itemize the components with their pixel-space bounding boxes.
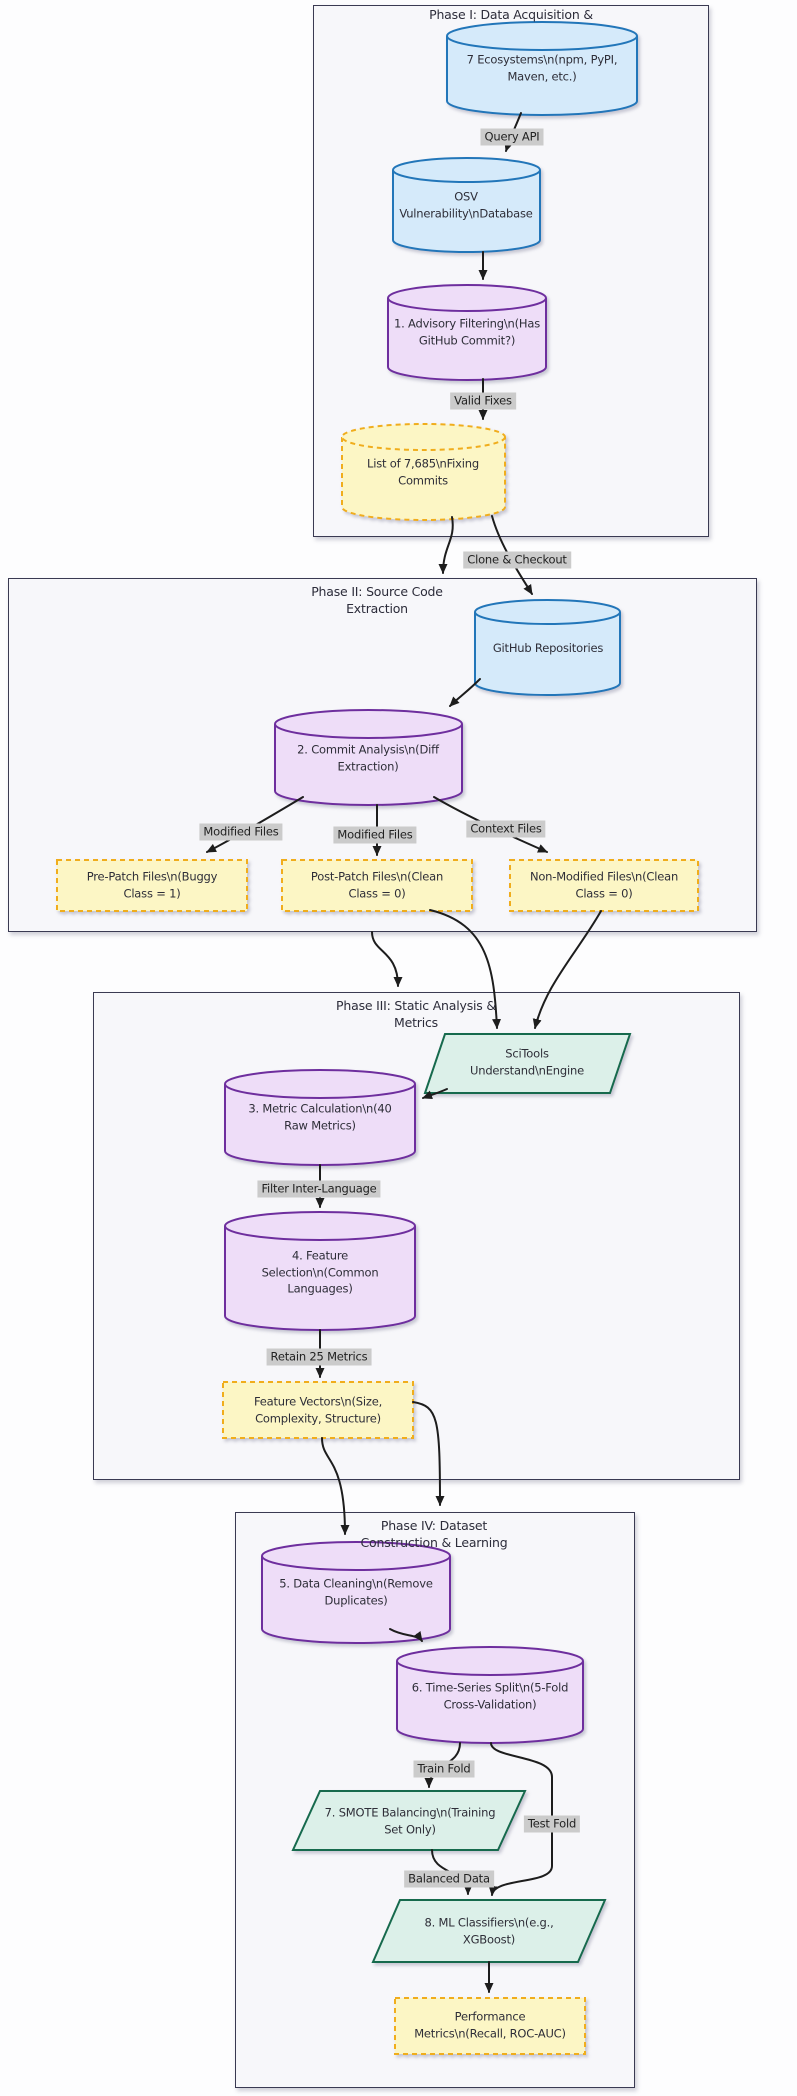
data-cleaning-cylinder: [261, 1541, 451, 1644]
edge-label-filter-inter-language: Filter Inter-Language: [257, 1180, 381, 1198]
node-repos-label: GitHub Repositories: [492, 640, 604, 655]
phase1-title: Phase I: Data Acquisition &: [429, 7, 593, 22]
advisory-filtering-cylinder: [387, 284, 547, 381]
phase3-title: Phase III: Static Analysis & Metrics: [336, 998, 496, 1030]
node-metric-calc-label: 3. Metric Calculation\n(40 Raw Metrics): [248, 1101, 392, 1133]
node-feature-vec-label: Feature Vectors\n(Size, Complexity, Stru…: [253, 1394, 383, 1426]
non-modified-files-rect: [509, 859, 699, 912]
scitools-understand-parallelogram: [423, 1033, 632, 1094]
node-feature-sel-label: 4. Feature Selection\n(Common Languages): [261, 1248, 379, 1296]
edge-cleaning-ts-split: [389, 1628, 423, 1642]
edge-label-query-api: Query API: [480, 128, 544, 146]
ecosystems-cylinder: [446, 21, 638, 116]
phase3-box: [93, 992, 740, 1480]
node-osv-label: OSV Vulnerability\nDatabase: [399, 189, 533, 221]
edge-non-modified-understand: [532, 910, 602, 1029]
edge-understand-metric-calc: [422, 1088, 448, 1100]
node-commits-label: List of 7,685\nFixing Commits: [367, 456, 479, 488]
feature-vectors-rect: [222, 1381, 414, 1439]
node-advisory-label: 1. Advisory Filtering\n(Has GitHub Commi…: [393, 316, 540, 348]
node-understand-label: SciTools Understand\nEngine: [470, 1046, 584, 1078]
node-ecosystems-label: 7 Ecosystems\n(npm, PyPI, Maven, etc.): [466, 52, 618, 84]
feature-selection-cylinder: [224, 1211, 416, 1331]
edge-label-modified-files-1: Modified Files: [199, 823, 283, 841]
edge-label-modified-files-2: Modified Files: [333, 826, 417, 844]
node-smote-label: 7. SMOTE Balancing\n(Training Set Only): [324, 1805, 496, 1837]
github-repositories-cylinder: [474, 599, 621, 696]
node-classifiers-label: 8. ML Classifiers\n(e.g., XGBoost): [424, 1915, 554, 1947]
edge-phase2-phase3: [371, 931, 403, 987]
osv-database-cylinder: [392, 157, 541, 253]
edge-label-context-files: Context Files: [466, 820, 546, 838]
edge-repos-commit-analysis: [449, 678, 481, 707]
node-commit-analysis-label: 2. Commit Analysis\n(Diff Extraction): [297, 742, 439, 774]
node-shapes: [56, 21, 699, 2055]
performance-metrics-rect: [394, 1997, 586, 2055]
node-data-cleaning-label: 5. Data Cleaning\n(Remove Duplicates): [279, 1576, 433, 1608]
node-ts-split-label: 6. Time-Series Split\n(5-Fold Cross-Vali…: [411, 1680, 569, 1712]
edge-post-patch-understand: [429, 909, 502, 1029]
post-patch-files-rect: [281, 859, 473, 912]
edge-phase1-phase2: [438, 516, 454, 574]
node-pre-patch-label: Pre-Patch Files\n(Buggy Class = 1): [86, 869, 218, 901]
phase2-title: Phase II: Source Code Extraction: [311, 584, 443, 616]
node-performance-label: Performance Metrics\n(Recall, ROC-AUC): [414, 2009, 566, 2041]
pre-patch-files-rect: [56, 859, 248, 912]
edge-label-test-fold: Test Fold: [523, 1815, 581, 1833]
edge-phase3-phase4: [412, 1401, 445, 1506]
smote-balancing-parallelogram: [291, 1790, 527, 1851]
node-post-patch-label: Post-Patch Files\n(Clean Class = 0): [310, 869, 444, 901]
edge-label-train-fold: Train Fold: [413, 1760, 475, 1778]
node-non-modified-label: Non-Modified Files\n(Clean Class = 0): [529, 869, 679, 901]
edge-label-clone-checkout: Clone & Checkout: [463, 551, 571, 569]
metric-calculation-cylinder: [224, 1069, 416, 1166]
commit-analysis-cylinder: [274, 709, 463, 806]
edge-label-balanced-data: Balanced Data: [404, 1870, 494, 1888]
edge-label-retain-25-metrics: Retain 25 Metrics: [266, 1348, 372, 1366]
edge-feature-vec-data-cleaning: [321, 1437, 350, 1535]
time-series-split-cylinder: [396, 1646, 584, 1744]
fixing-commits-cylinder: [341, 423, 506, 521]
edge-label-valid-fixes: Valid Fixes: [450, 392, 516, 410]
ml-classifiers-parallelogram: [371, 1899, 607, 1963]
phase4-title: Phase IV: Dataset Construction & Learnin…: [360, 1518, 508, 1550]
